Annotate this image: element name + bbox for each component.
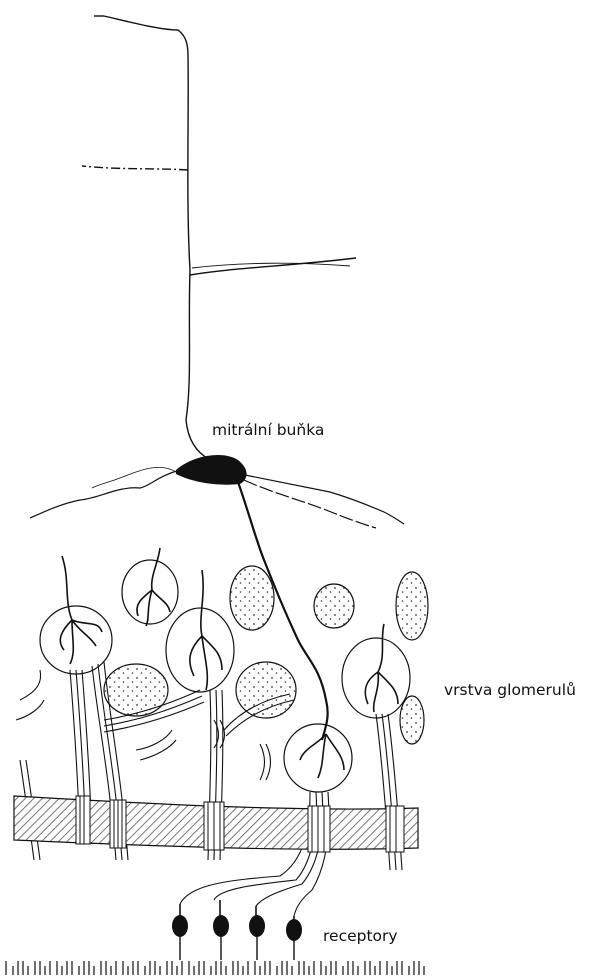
label-glomerular-layer: vrstva glomerulů	[444, 681, 576, 699]
receptor-cells	[172, 900, 302, 960]
nerve-fibers	[16, 662, 402, 916]
mitral-cell-body	[176, 455, 247, 485]
receptor-2	[213, 915, 229, 937]
receptor-4	[286, 919, 302, 941]
receptor-1	[172, 915, 188, 937]
epithelium-ticks	[6, 961, 424, 975]
label-mitral-cell: mitrální buňka	[212, 421, 324, 439]
glomeruli-tufted	[40, 548, 410, 792]
apical-dendrite	[82, 16, 356, 460]
receptor-3	[249, 915, 265, 937]
label-receptors: receptory	[323, 927, 398, 945]
